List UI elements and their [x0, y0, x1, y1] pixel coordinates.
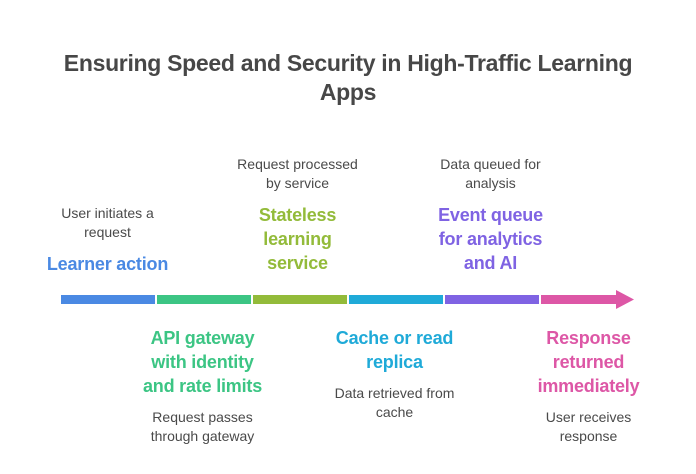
heading-line: returned: [552, 352, 625, 372]
heading-line: Cache or read: [335, 328, 454, 348]
heading-line: service: [267, 253, 328, 273]
step-event-queue: Data queued for analysis Event queue for…: [413, 155, 568, 275]
desc-line: request: [84, 224, 131, 240]
desc-line: Request passes: [152, 409, 253, 425]
desc-line: by service: [265, 175, 330, 191]
step-description: Data retrieved from cache: [317, 384, 472, 422]
desc-line: User initiates a: [61, 205, 154, 221]
step-description: Request processed by service: [220, 155, 375, 193]
segment-service: [253, 295, 347, 304]
step-stateless-service: Request processed by service Stateless l…: [220, 155, 375, 275]
segment-cache: [349, 295, 443, 304]
heading-line: Stateless: [258, 205, 337, 225]
title-line-2: Apps: [319, 79, 377, 105]
heading-line: replica: [366, 352, 423, 372]
desc-line: Data retrieved from: [334, 385, 455, 401]
step-heading: Stateless learning service: [220, 203, 375, 275]
heading-line: learning: [263, 229, 332, 249]
desc-line: User receives: [545, 409, 632, 425]
heading-line: for analytics: [438, 229, 543, 249]
step-cache-replica: Cache or read replica Data retrieved fro…: [317, 326, 472, 422]
desc-line: Request processed: [237, 156, 358, 172]
step-learner-action: User initiates a request Learner action: [30, 204, 185, 276]
heading-line: API gateway: [150, 328, 255, 348]
heading-line: Event queue: [438, 205, 543, 225]
step-description: User receives response: [511, 408, 666, 446]
desc-line: analysis: [465, 175, 516, 191]
desc-line: through gateway: [150, 428, 255, 444]
desc-line: cache: [375, 404, 414, 420]
step-api-gateway: API gateway with identity and rate limit…: [125, 326, 280, 446]
heading-line: and rate limits: [142, 376, 263, 396]
step-response: Response returned immediately User recei…: [511, 326, 666, 446]
step-description: Data queued for analysis: [413, 155, 568, 193]
step-heading: Cache or read replica: [317, 326, 472, 374]
heading-line: Learner action: [46, 254, 169, 274]
desc-line: response: [559, 428, 618, 444]
step-heading: Learner action: [30, 252, 185, 276]
heading-line: and AI: [463, 253, 518, 273]
desc-line: Data queued for: [440, 156, 541, 172]
step-heading: API gateway with identity and rate limit…: [125, 326, 280, 398]
segment-gateway: [157, 295, 251, 304]
step-description: Request passes through gateway: [125, 408, 280, 446]
step-heading: Response returned immediately: [511, 326, 666, 398]
heading-line: immediately: [537, 376, 640, 396]
title-line-1: Ensuring Speed and Security in High-Traf…: [63, 50, 633, 76]
diagram-title: Ensuring Speed and Security in High-Traf…: [0, 49, 696, 107]
step-description: User initiates a request: [30, 204, 185, 242]
heading-line: with identity: [151, 352, 254, 372]
step-heading: Event queue for analytics and AI: [413, 203, 568, 275]
segment-learner: [61, 295, 155, 304]
segment-response: [541, 295, 617, 304]
heading-line: Response: [546, 328, 631, 348]
segment-queue: [445, 295, 539, 304]
